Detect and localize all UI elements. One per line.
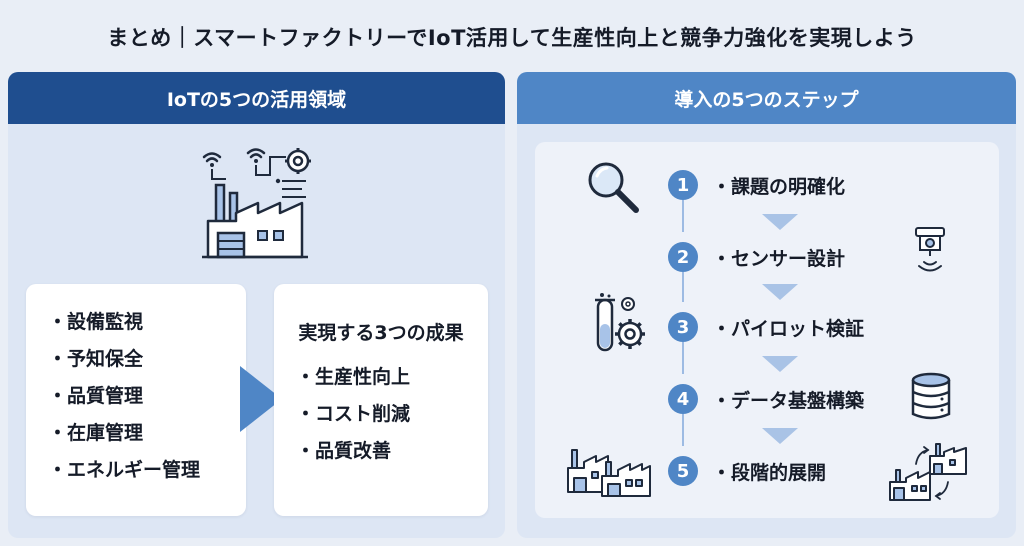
- outcomes-list: 生産性向上 コスト削減 品質改善: [274, 359, 488, 470]
- step-connector: [682, 414, 684, 446]
- sensor-icon: [915, 227, 945, 272]
- area-item: エネルギー管理: [48, 452, 246, 489]
- down-arrow-icon: [762, 214, 798, 230]
- database-icon: [911, 372, 951, 420]
- iot-areas-card: 設備監視 予知保全 品質管理 在庫管理 エネルギー管理: [26, 284, 246, 516]
- right-arrow-icon: [240, 366, 282, 432]
- down-arrow-icon: [762, 428, 798, 444]
- steps-header: 導入の5つのステップ: [517, 72, 1016, 124]
- step-number: 3: [668, 312, 698, 342]
- step-connector: [682, 272, 684, 302]
- step-label: 段階的展開: [712, 458, 826, 485]
- iot-factory-icon: [202, 148, 311, 259]
- step-number: 2: [668, 242, 698, 272]
- down-arrow-icon: [762, 284, 798, 300]
- iot-areas-list: 設備監視 予知保全 品質管理 在庫管理 エネルギー管理: [48, 304, 246, 489]
- area-item: 予知保全: [48, 341, 246, 378]
- step-connector: [682, 342, 684, 374]
- page-title: まとめ｜スマートファクトリーでIoT活用して生産性向上と競争力強化を実現しよう: [107, 26, 917, 50]
- lab-gear-icon: [595, 293, 645, 352]
- outcome-item: コスト削減: [296, 396, 488, 433]
- area-item: 設備監視: [48, 304, 246, 341]
- step-label: データ基盤構築: [712, 386, 864, 413]
- step-label: センサー設計: [712, 244, 845, 271]
- step-label: パイロット検証: [712, 314, 864, 341]
- step-number: 5: [668, 456, 698, 486]
- outcomes-title: 実現する3つの成果: [298, 322, 464, 344]
- magnifier-icon: [588, 162, 639, 213]
- step-number: 4: [668, 384, 698, 414]
- outcome-item: 生産性向上: [296, 359, 488, 396]
- outcome-item: 品質改善: [296, 433, 488, 470]
- outcomes-card: 実現する3つの成果 生産性向上 コスト削減 品質改善: [274, 284, 488, 516]
- step-number: 1: [668, 170, 698, 200]
- step-connector: [682, 200, 684, 232]
- iot-areas-header: IoTの5つの活用領域: [8, 72, 505, 124]
- factory-icon: [567, 449, 651, 497]
- factory-expansion-icon: [889, 443, 967, 501]
- area-item: 在庫管理: [48, 415, 246, 452]
- down-arrow-icon: [762, 356, 798, 372]
- step-label: 課題の明確化: [712, 172, 845, 199]
- area-item: 品質管理: [48, 378, 246, 415]
